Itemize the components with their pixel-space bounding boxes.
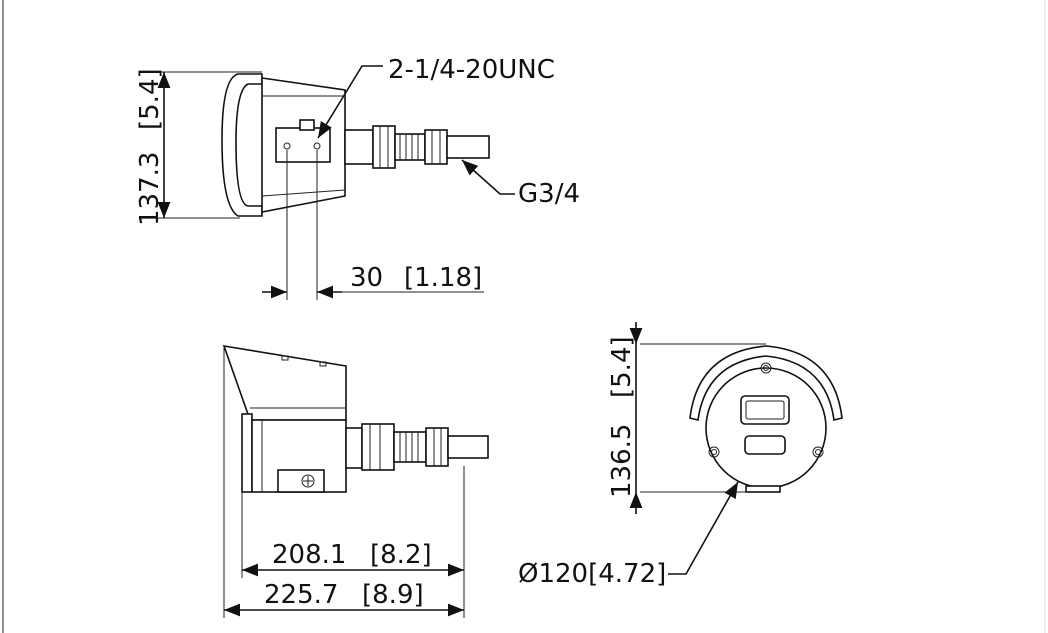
bracket-offset-mm: 30 [350, 263, 383, 293]
side-view-hood [222, 344, 347, 421]
front-view-sensor-window [744, 435, 786, 455]
length-body-mm: 208.1 [272, 540, 346, 570]
bracket-offset-in: [1.18] [404, 263, 482, 293]
length-body-in: [8.2] [370, 540, 432, 570]
length-total-in: [8.9] [362, 580, 424, 610]
height-front-in: [5.4] [607, 336, 637, 398]
height-side-in: [5.4] [135, 68, 165, 130]
side-view: 208.1 [8.2] 225.7 [8.9] [222, 344, 489, 618]
top-view: 137.3 [5.4] 2-1/4-20UNC G3/4 30 [1.18] [135, 55, 580, 300]
front-view-housing [705, 367, 827, 489]
side-view-connector-nut [361, 423, 395, 471]
thread-mount-label: 2-1/4-20UNC [388, 55, 555, 85]
top-view-connector-nut [344, 129, 374, 165]
front-view-lens-window [740, 395, 790, 425]
side-view-bracket [277, 469, 325, 493]
height-front-mm: 136.5 [607, 424, 637, 498]
front-view: 136.5 [5.4] Ø120[4.72] [518, 322, 843, 589]
thread-pipe-label: G3/4 [518, 179, 580, 209]
top-view-hood [221, 73, 263, 217]
side-view-pipe [447, 435, 489, 459]
length-total-mm: 225.7 [264, 580, 338, 610]
front-view-hood [689, 345, 843, 421]
height-side-mm: 137.3 [135, 152, 165, 226]
diameter-label: Ø120[4.72] [518, 559, 666, 589]
top-view-pipe [446, 135, 490, 159]
